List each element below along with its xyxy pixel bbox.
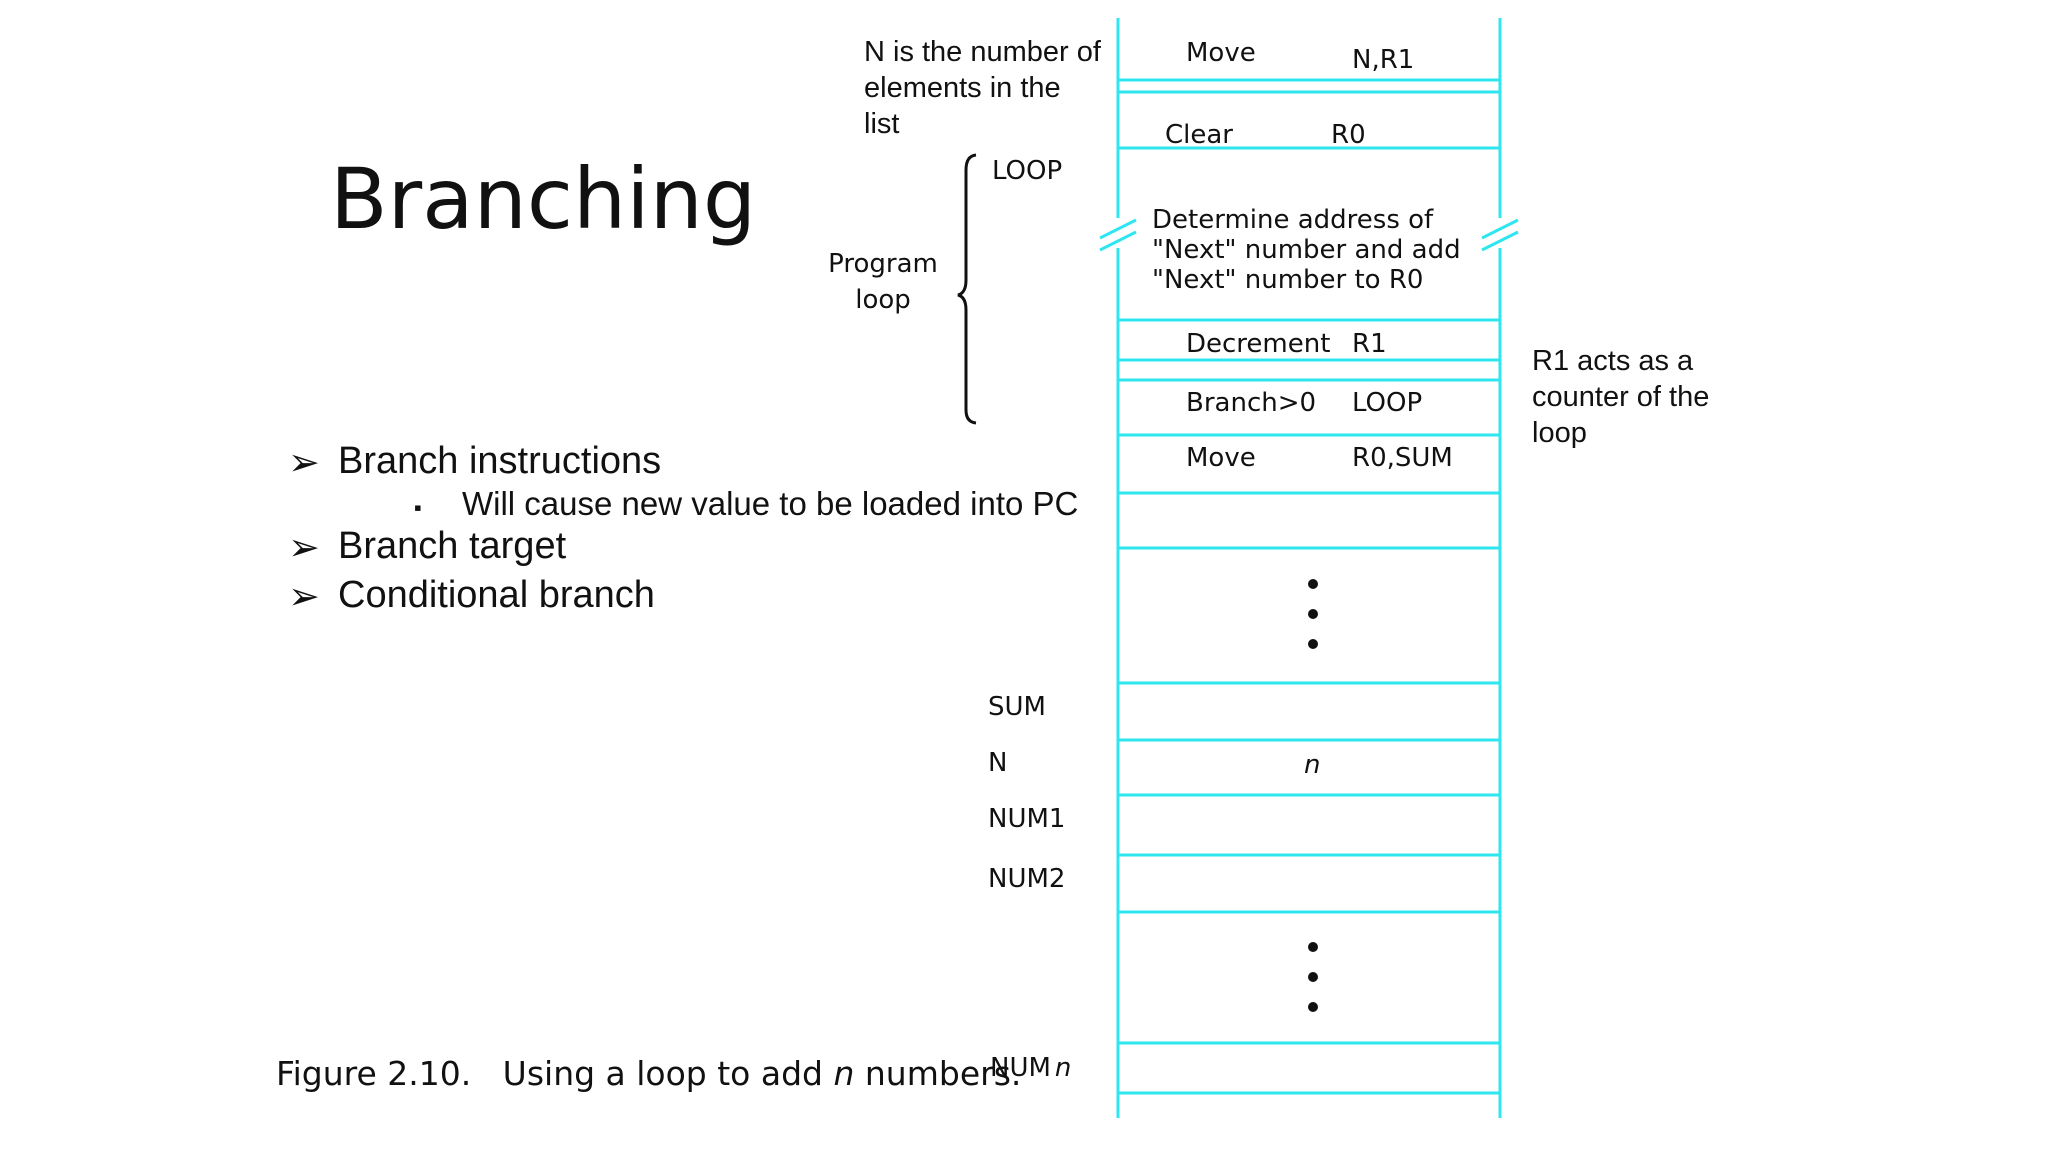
n-note: N is the number of elements in the list bbox=[864, 36, 1101, 140]
sub-bullet-marker: ▪ bbox=[414, 495, 422, 520]
instr-move2-operand: R0,SUM bbox=[1352, 443, 1453, 473]
program-loop-brace bbox=[957, 153, 977, 425]
memory-grid bbox=[1116, 18, 1502, 1118]
bullet-marker: ➢ bbox=[288, 576, 320, 618]
caption-suffix: numbers. bbox=[854, 1054, 1022, 1093]
instr-branch-op: Branch>0 bbox=[1186, 388, 1317, 418]
instr-decrement-operand: R1 bbox=[1352, 329, 1387, 359]
ellipsis-lower bbox=[1308, 942, 1318, 1012]
bullet-marker: ➢ bbox=[288, 527, 320, 569]
sub-bullet-pc: Will cause new value to be loaded into P… bbox=[462, 485, 1079, 522]
loop-label: LOOP bbox=[992, 156, 1063, 186]
n-value: n bbox=[1304, 750, 1321, 780]
figure-caption: Figure 2.10. Using a loop to add n numbe… bbox=[276, 1054, 1021, 1093]
r1-note: R1 acts as a counter of the loop bbox=[1532, 345, 1710, 449]
instr-clear-operand: R0 bbox=[1331, 120, 1366, 150]
instr-determine-address: Determine address of "Next" number and a… bbox=[1152, 205, 1461, 295]
break-mark-left bbox=[1099, 218, 1137, 252]
bullet-conditional-branch: Conditional branch bbox=[338, 574, 655, 616]
instr-move2-op: Move bbox=[1186, 443, 1256, 473]
ellipsis-upper bbox=[1308, 579, 1318, 649]
instr-move-operand: N,R1 bbox=[1352, 45, 1415, 75]
label-numn-suffix: n bbox=[1054, 1053, 1072, 1083]
slide-title: Branching bbox=[330, 150, 757, 248]
bullet-marker: ➢ bbox=[288, 442, 320, 484]
bullet-branch-instructions: Branch instructions bbox=[338, 440, 662, 482]
caption-italic: n bbox=[833, 1054, 855, 1093]
label-n: N bbox=[988, 748, 1008, 778]
instr-branch-operand: LOOP bbox=[1352, 388, 1423, 418]
label-num2: NUM2 bbox=[988, 864, 1066, 894]
bullet-branch-target: Branch target bbox=[338, 525, 567, 567]
program-loop-label: Program loop bbox=[828, 249, 938, 315]
label-numn-prefix: NUM bbox=[990, 1053, 1051, 1083]
label-num1: NUM1 bbox=[988, 804, 1066, 834]
instr-decrement-op: Decrement bbox=[1186, 329, 1331, 359]
instr-clear-op: Clear bbox=[1165, 120, 1233, 150]
label-sum: SUM bbox=[988, 692, 1046, 722]
break-mark-right bbox=[1481, 218, 1519, 252]
caption-prefix: Figure 2.10. Using a loop to add bbox=[276, 1054, 834, 1093]
instr-move-op: Move bbox=[1186, 38, 1256, 68]
